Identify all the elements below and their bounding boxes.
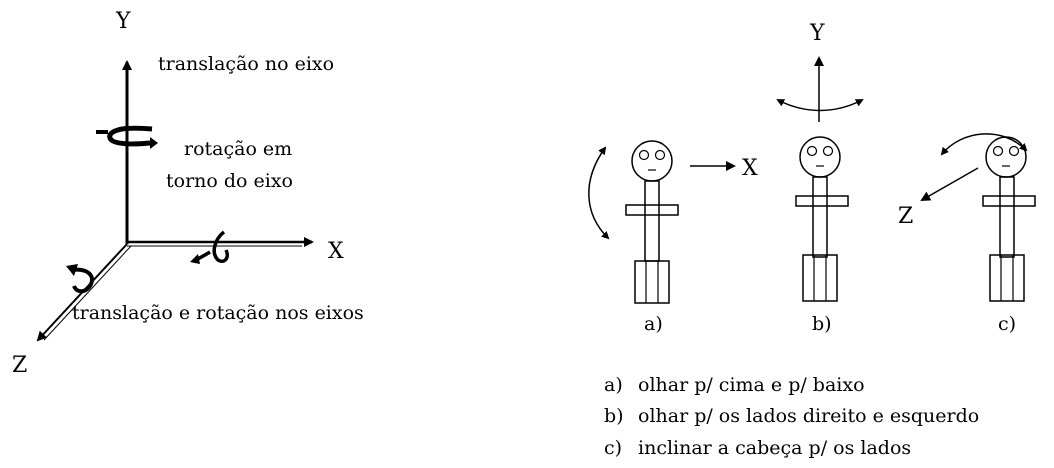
x-rotation-arrow-icon xyxy=(190,230,230,264)
translation-label: translação no eixo xyxy=(158,53,334,75)
figure-c-legs xyxy=(989,254,1025,302)
legend-key: a) xyxy=(604,374,623,396)
y-axis-label: Y xyxy=(115,9,131,34)
z-rotation-arrow-icon xyxy=(66,264,94,294)
figure-b-curved-arrow xyxy=(776,99,864,112)
figure-a-head xyxy=(631,140,673,182)
legend-text: inclinar a cabeça p/ os lados xyxy=(638,437,911,459)
figure-c-axis-label: Z xyxy=(898,204,913,229)
figure-c-arms xyxy=(982,195,1036,207)
translation-rotation-label: translação e rotação nos eixos xyxy=(72,302,364,324)
legend: a) olhar p/ cima e p/ baixo b) olhar p/ … xyxy=(604,374,979,459)
figure-b-axis-label: Y xyxy=(809,21,825,46)
figure-a-arms xyxy=(625,204,679,216)
y-rotation-arrow-icon xyxy=(96,125,158,149)
z-axis-shadow xyxy=(43,245,132,341)
figure-c-head xyxy=(985,136,1027,178)
figure-a: X a) xyxy=(588,140,758,335)
figure-c-z-arrow xyxy=(920,167,979,201)
figure-b-body xyxy=(812,176,828,258)
legend-key: c) xyxy=(604,437,622,459)
coordinate-system: Y X Z translação no eixo rotação em torn… xyxy=(12,9,364,378)
figure-a-axis-label: X xyxy=(742,156,758,181)
figure-b: Y b) xyxy=(776,21,864,335)
figure-b-head xyxy=(799,136,841,178)
figure-c-curved-arrow xyxy=(940,133,1028,156)
legend-text: olhar p/ os lados direito e esquerdo xyxy=(638,405,979,427)
figure-c: Z c) xyxy=(898,133,1036,335)
figure-a-body xyxy=(644,180,660,262)
figure-c-caption: c) xyxy=(998,313,1016,335)
figure-a-legs xyxy=(634,260,670,304)
z-axis-label: Z xyxy=(12,353,27,378)
figure-c-body xyxy=(999,176,1015,258)
figure-a-caption: a) xyxy=(644,313,663,335)
x-axis-label: X xyxy=(328,239,344,264)
figure-a-curved-arrow xyxy=(588,146,610,240)
figure-b-legs xyxy=(802,254,838,302)
figure-b-arms xyxy=(795,195,849,207)
legend-key: b) xyxy=(604,405,624,427)
figure-b-caption: b) xyxy=(812,313,832,335)
legend-text: olhar p/ cima e p/ baixo xyxy=(638,374,865,396)
rotation-label-line-2: torno do eixo xyxy=(166,170,293,192)
rotation-label-line-1: rotação em xyxy=(184,138,292,160)
